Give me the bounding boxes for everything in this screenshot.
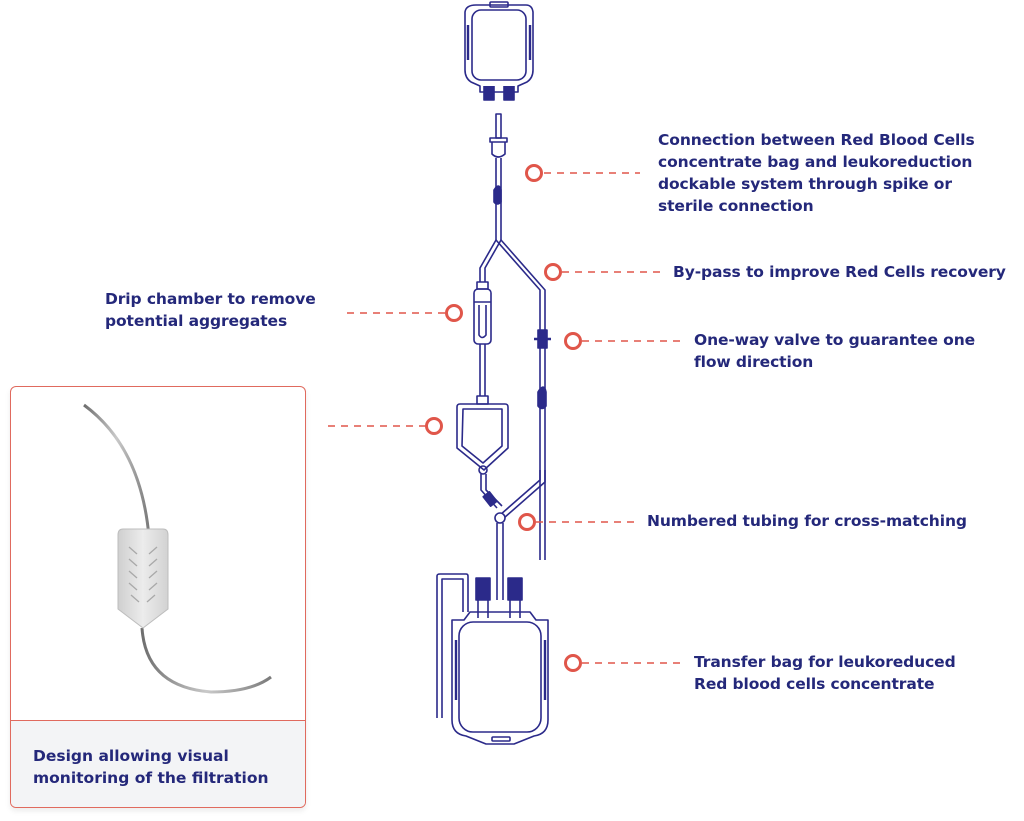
clamp-icon — [493, 185, 502, 205]
callout-marker-filter — [425, 417, 443, 435]
callout-line: One-way valve to guarantee one — [694, 331, 976, 349]
caption-line: monitoring of the filtration — [33, 769, 269, 787]
callout-line: potential aggregates — [105, 312, 288, 330]
callout-line: Numbered tubing for cross-matching — [647, 512, 967, 530]
callout-marker-drip — [445, 304, 463, 322]
callout-line: Connection between Red Blood Cells — [658, 131, 975, 149]
filter-card-caption: Design allowing visual monitoring of the… — [33, 745, 269, 789]
drip-chamber — [473, 281, 492, 396]
filter-card-caption-panel: Design allowing visual monitoring of the… — [11, 720, 305, 807]
filter-photo-icon — [83, 403, 272, 694]
callout-marker-transfer — [564, 654, 582, 672]
callout-marker-bypass — [544, 263, 562, 281]
callout-drip: Drip chamber to remove potential aggrega… — [105, 288, 316, 332]
spike-connector — [489, 113, 508, 158]
callout-line: sterile connection — [658, 197, 814, 215]
callout-line: By-pass to improve Red Cells recovery — [673, 263, 1006, 281]
filter-card: Design allowing visual monitoring of the… — [10, 386, 306, 808]
leukoreduction-filter — [456, 395, 509, 509]
callout-tubing: Numbered tubing for cross-matching — [647, 510, 967, 532]
callout-connection: Connection between Red Blood Cells conce… — [658, 129, 975, 217]
callout-bypass: By-pass to improve Red Cells recovery — [673, 261, 1006, 283]
callout-valve: One-way valve to guarantee one flow dire… — [694, 329, 975, 373]
callout-line: Drip chamber to remove — [105, 290, 316, 308]
callout-line: flow direction — [694, 353, 814, 371]
callout-line: dockable system through spike or — [658, 175, 952, 193]
callout-marker-valve — [564, 332, 582, 350]
callout-transfer: Transfer bag for leukoreduced Red blood … — [694, 651, 956, 695]
callout-marker-tubing — [518, 513, 536, 531]
callout-line: concentrate bag and leukoreduction — [658, 153, 973, 171]
clamp-icon — [537, 386, 547, 410]
callout-line: Red blood cells concentrate — [694, 675, 935, 693]
callout-line: Transfer bag for leukoreduced — [694, 653, 956, 671]
transfer-bag — [436, 573, 549, 745]
callout-marker-connection — [525, 164, 543, 182]
source-bag — [464, 1, 534, 101]
caption-line: Design allowing visual — [33, 747, 229, 765]
